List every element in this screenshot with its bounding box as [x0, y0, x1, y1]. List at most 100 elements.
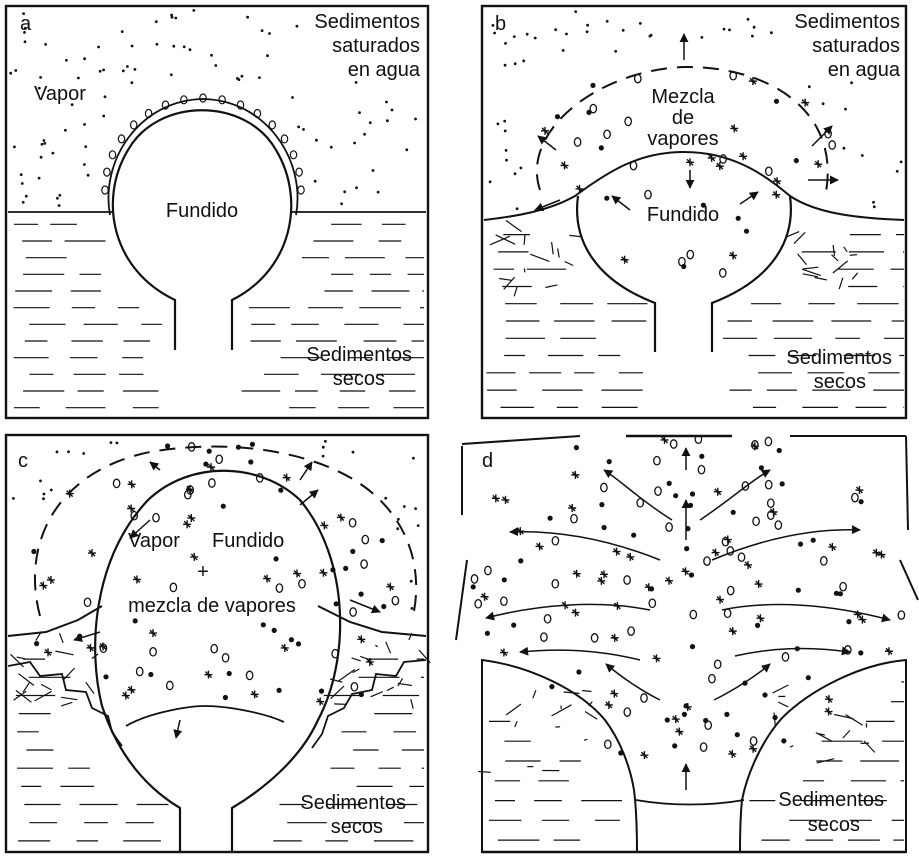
sediment-dot [130, 81, 133, 84]
melt-droplet [277, 688, 282, 693]
melt-droplet [548, 516, 553, 521]
panel-a-center-label: Fundido [166, 200, 238, 222]
melt-droplet [574, 445, 579, 450]
vapor-bubble [649, 599, 655, 607]
melt-droplet [511, 623, 516, 628]
sediment-dot [297, 126, 300, 129]
vapor-bubble [750, 737, 756, 745]
sediment-dot [13, 146, 16, 149]
rock-fragment [729, 627, 737, 635]
panel-c-bottom-label-2: secos [331, 816, 383, 838]
sediment-dot [266, 54, 269, 57]
panel-d-bottom-label-1: Sedimentos [778, 789, 884, 811]
melt-droplet [518, 558, 523, 563]
fracture-line [794, 232, 805, 243]
rock-fragment [293, 570, 301, 578]
sediment-dot [753, 26, 756, 29]
sediment-dot [410, 580, 413, 583]
sediment-dot [747, 18, 750, 21]
rock-fragment [739, 152, 747, 160]
sediment-dot [156, 43, 159, 46]
melt-droplet [777, 448, 782, 453]
melt-droplet [773, 715, 778, 720]
sediment-dot [844, 108, 847, 111]
sediment-dot [861, 154, 864, 157]
sediment-dot [497, 123, 500, 126]
sediment-dot [56, 451, 59, 454]
vapor-bubble [102, 186, 108, 194]
vapor-bubble [840, 583, 846, 591]
vapor-bubble [604, 130, 610, 138]
panel-a-bottom-label-1: Sedimentos [306, 344, 412, 366]
vapor-bubble [821, 557, 827, 565]
fracture-line [524, 234, 525, 245]
melt-droplet [689, 572, 694, 577]
sediment-dot [210, 54, 213, 57]
sediment-dot [214, 64, 217, 67]
sediment-dot [358, 111, 361, 114]
panel-d-crater-floor [636, 800, 744, 805]
fracture-line [506, 220, 522, 231]
panel-b-center-label: Fundido [647, 204, 719, 226]
rock-fragment [828, 543, 836, 551]
panel-c-ground-surface-left [8, 606, 102, 636]
sediment-dot [751, 35, 754, 38]
rock-fragment [885, 647, 893, 655]
sediment-dot [353, 142, 356, 145]
flow-arrow [714, 664, 770, 700]
panel-c-center-label: Fundido [212, 530, 284, 552]
melt-droplet [759, 465, 764, 470]
sediment-dot [412, 457, 415, 460]
rock-fragment [86, 644, 94, 652]
panel-b-mix-label-3: vapores [647, 128, 718, 150]
vapor-bubble [655, 487, 661, 495]
melt-droplet [274, 556, 279, 561]
melt-droplet [380, 538, 385, 543]
vapor-bubble [571, 515, 577, 523]
melt-droplet [272, 628, 277, 633]
melt-droplet [806, 675, 811, 680]
sediment-dot [355, 186, 358, 189]
rock-fragment [769, 508, 777, 516]
sediment-dot [701, 36, 704, 39]
fracture-line [23, 682, 30, 692]
sediment-dot [900, 161, 903, 164]
sediment-dot [77, 77, 80, 80]
sediment-dot [64, 129, 67, 132]
fracture-line [569, 235, 580, 236]
sediment-dot [363, 133, 366, 136]
rock-fragment [122, 692, 130, 700]
melt-droplet [502, 577, 507, 582]
melt-droplet [631, 533, 636, 538]
fracture-line [803, 267, 818, 269]
rock-fragment [204, 671, 212, 679]
melt-droplet [607, 459, 612, 464]
melt-droplet [289, 637, 294, 642]
fracture-line [565, 262, 574, 266]
rock-fragment [814, 160, 822, 168]
sediment-dot [520, 167, 523, 170]
vapor-bubble [645, 190, 651, 198]
panel-d-right-slant [900, 560, 918, 600]
sediment-dot [514, 62, 517, 65]
panel-a-top-label-3: en agua [348, 59, 421, 81]
vapor-bubble [591, 634, 597, 642]
rock-fragment [251, 690, 259, 698]
rock-fragment [801, 99, 809, 107]
vapor-bubble [475, 600, 481, 608]
fracture-line [41, 684, 51, 690]
fracture-line [844, 247, 848, 252]
rock-fragment [190, 553, 198, 561]
sediment-dot [872, 201, 875, 204]
vapor-bubble [775, 521, 781, 529]
fracture-line [387, 687, 394, 690]
sediment-dot [405, 148, 408, 151]
sediment-dot [586, 24, 589, 27]
sediment-dot [102, 115, 105, 118]
fracture-line [499, 279, 511, 281]
melt-droplet [859, 499, 864, 504]
sediment-dot [414, 118, 417, 121]
melt-droplet [781, 738, 786, 743]
vapor-bubble [544, 615, 550, 623]
rock-fragment [716, 596, 724, 604]
